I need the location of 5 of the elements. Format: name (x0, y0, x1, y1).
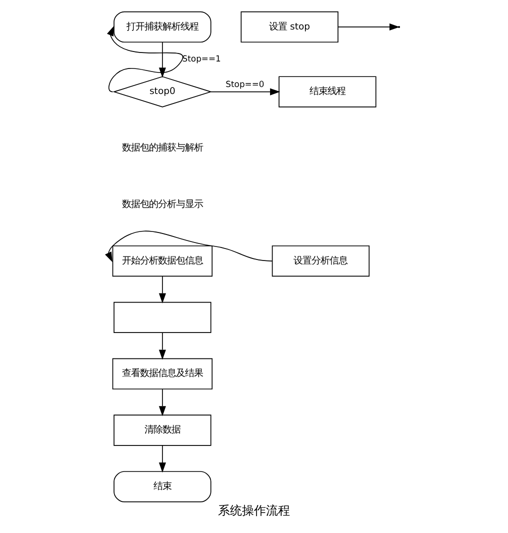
label: 数据包的分析与显示 (122, 198, 203, 210)
caption: 系统操作流程 (218, 504, 290, 518)
label: 数据包的捕获与解析 (122, 142, 203, 154)
edge-label: Stop==0 (226, 78, 264, 89)
edge-label: Stop==1 (182, 53, 221, 64)
